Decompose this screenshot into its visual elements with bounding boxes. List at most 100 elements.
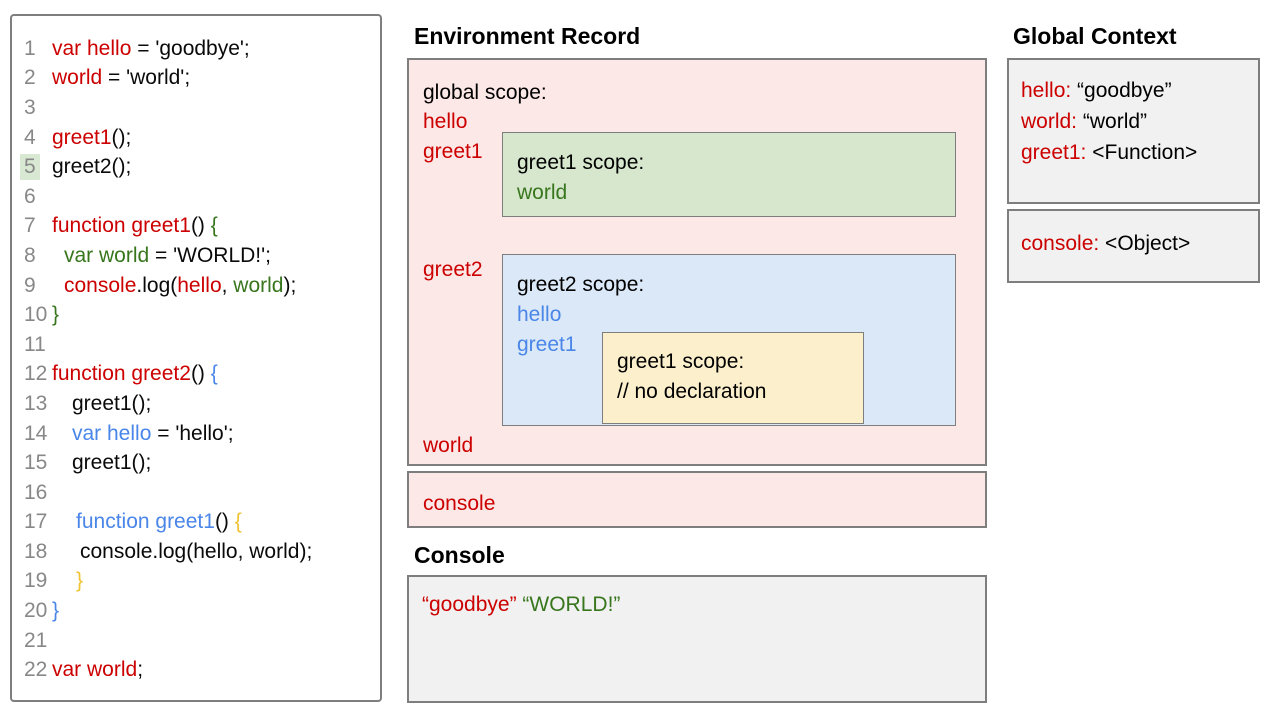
global-var-world: world <box>423 434 474 457</box>
code-line-text: } <box>52 303 59 327</box>
global-var-greet2: greet2 <box>423 258 483 281</box>
code-token: () <box>190 214 211 238</box>
code-line: 20} <box>12 596 380 626</box>
line-number: 19 <box>24 569 48 593</box>
code-line: 4 greet1(); <box>12 123 380 153</box>
greet1-scope-box: greet1 scope: world <box>502 132 956 217</box>
code-token: ); <box>283 273 297 297</box>
code-token: greet1(); <box>72 391 152 415</box>
greet2-scope-label: greet2 scope: <box>517 273 645 296</box>
gc-world-value: “world” <box>1077 110 1148 133</box>
inner-greet1-comment: // no declaration <box>617 380 767 403</box>
greet2-scope-box: greet2 scope: hello greet1 greet1 scope:… <box>502 254 956 426</box>
code-token: ; <box>137 658 144 682</box>
code-line: 7 function greet1() { <box>12 212 380 242</box>
code-token: = 'hello'; <box>151 421 234 445</box>
code-token: { <box>210 362 218 386</box>
gc-hello-name: hello: <box>1021 79 1072 102</box>
code-token: (); <box>111 125 132 149</box>
code-token: } <box>52 599 60 623</box>
global-context-title: Global Context <box>1013 23 1177 49</box>
gc-console-name: console: <box>1021 232 1100 255</box>
code-line: 11 <box>12 330 380 360</box>
code-token: world <box>52 66 103 90</box>
line-number: 22 <box>24 658 48 682</box>
line-number: 20 <box>24 599 48 623</box>
code-token: hello <box>177 273 222 297</box>
code-token: world <box>233 273 284 297</box>
line-number: 3 <box>24 95 36 119</box>
code-line: 21 <box>12 626 380 656</box>
line-number: 6 <box>24 184 36 208</box>
code-line: 10} <box>12 300 380 330</box>
line-number: 1 <box>24 36 36 60</box>
gc-hello-value: “goodbye” <box>1071 79 1172 102</box>
console-output-world: “WORLD!” <box>522 593 621 616</box>
global-scope-box: global scope: hello greet1 greet1 scope:… <box>407 58 987 466</box>
code-line-text: function greet2() { <box>52 362 218 386</box>
code-token: .log( <box>136 273 178 297</box>
code-token: { <box>210 214 218 238</box>
line-number: 18 <box>24 539 48 563</box>
gc-row-greet1: greet1: <Function> <box>1021 137 1246 168</box>
line-number: 4 <box>24 125 36 149</box>
global-var-greet1: greet1 <box>423 140 483 163</box>
console-output-line: “goodbye” “WORLD!” <box>422 590 972 620</box>
code-line: 6 <box>12 182 380 212</box>
code-line: 16 <box>12 478 380 508</box>
gc-row-hello: hello: “goodbye” <box>1021 75 1246 106</box>
code-token: = 'world'; <box>102 66 191 90</box>
line-number: 13 <box>24 391 48 415</box>
code-token: console <box>64 273 137 297</box>
console-output-box: “goodbye” “WORLD!” <box>407 575 987 703</box>
line-number: 21 <box>24 628 48 652</box>
code-token: function greet2 <box>52 362 191 386</box>
code-token: = 'WORLD!'; <box>149 243 271 267</box>
global-context-box: hello: “goodbye” world: “world” greet1: … <box>1007 58 1260 204</box>
inner-greet1-scope-label: greet1 scope: <box>617 350 745 373</box>
code-token: function greet1 <box>52 214 191 238</box>
code-line-text: greet1(); <box>52 451 151 475</box>
code-token: greet1(); <box>72 451 152 475</box>
code-line: 8 var world = 'WORLD!'; <box>12 241 380 271</box>
gc-row-world: world: “world” <box>1021 106 1246 137</box>
line-number: 8 <box>24 243 36 267</box>
code-token: var hello <box>52 36 132 60</box>
global-console-row-box: console <box>407 471 987 528</box>
code-line-text: var world = 'WORLD!'; <box>52 244 271 268</box>
global-scope-label: global scope: <box>423 81 547 104</box>
code-token: var world <box>64 243 150 267</box>
code-line-text: var hello = 'hello'; <box>52 422 234 446</box>
code-line: 19} <box>12 567 380 597</box>
code-token: var hello <box>72 421 152 445</box>
line-number: 5 <box>12 154 52 181</box>
code-line-text: console.log(hello, world); <box>52 274 296 298</box>
code-token: } <box>76 569 84 593</box>
console-title: Console <box>414 542 505 568</box>
line-number: 14 <box>24 421 48 445</box>
code-line-text: } <box>52 569 83 593</box>
global-context-console-box: console: <Object> <box>1007 209 1260 283</box>
line-number: 7 <box>24 214 36 238</box>
environment-record-title: Environment Record <box>414 23 641 49</box>
code-line-text: function greet1() { <box>52 510 242 534</box>
gc-row-console: console: <Object> <box>1021 228 1246 259</box>
code-line-text: var world; <box>52 658 143 682</box>
line-number: 10 <box>24 303 48 327</box>
gc-world-name: world: <box>1021 110 1078 133</box>
greet2-var-hello: hello <box>517 303 562 326</box>
global-var-hello: hello <box>423 110 468 133</box>
code-line-text: greet2(); <box>52 155 131 179</box>
code-token: () <box>190 362 211 386</box>
code-token: var world <box>52 658 138 682</box>
code-line-text: greet1(); <box>52 126 131 150</box>
